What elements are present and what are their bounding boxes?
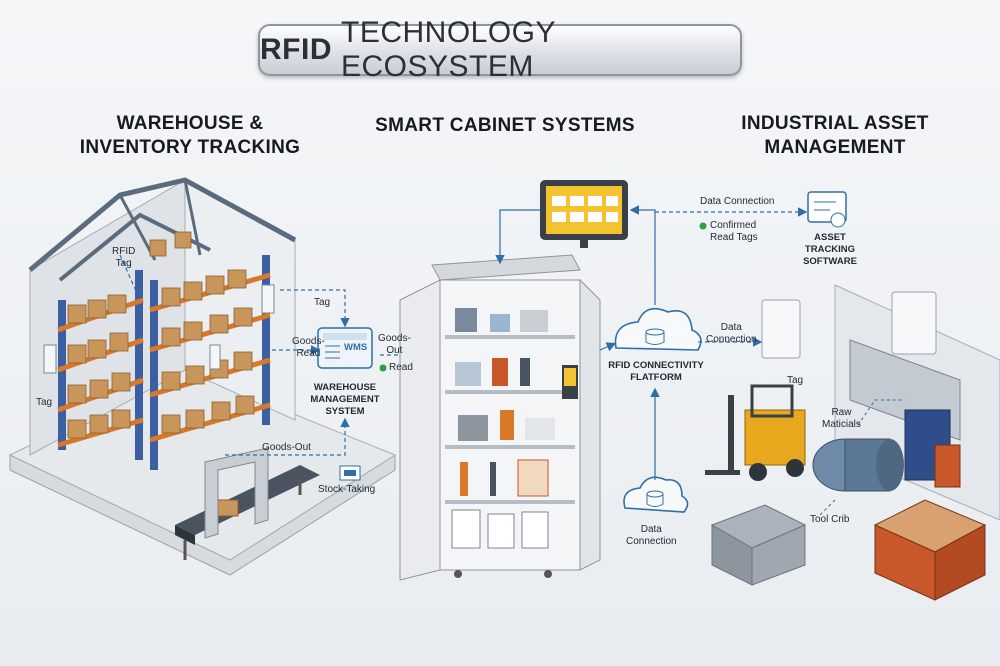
wms-line3: SYSTEM: [325, 406, 365, 417]
goods-out-read-label: Goods- Out: [378, 333, 411, 357]
tag-left-label: Tag: [36, 397, 53, 408]
warehouse-section-title: WAREHOUSE & INVENTORY TRACKING: [70, 112, 310, 160]
data-connection-bottom-label: Data Connection: [626, 524, 677, 548]
industrial-title-line1: INDUSTRIAL ASSET: [741, 113, 929, 134]
goods-out-line1: Goods-: [378, 333, 411, 344]
platform-line1: RFID CONNECTIVITY: [608, 360, 704, 371]
forklift: [705, 384, 806, 481]
raw-materials-container: [873, 499, 987, 601]
confirmed-status-dot: [699, 222, 707, 230]
cardboard-boxes: [67, 231, 255, 439]
industrial-tag-label: Tag: [787, 375, 804, 386]
raw-line1: Raw: [831, 407, 852, 418]
goods-read-line2: Read: [296, 348, 321, 359]
dc-right-line1: Data: [720, 322, 742, 333]
rfid-reader-panels: [761, 291, 937, 359]
database-cloud-icon: [623, 476, 689, 513]
tag-top-label: Tag: [314, 297, 331, 308]
goods-read-line1: Goods-: [292, 336, 325, 347]
electric-motor: [812, 438, 904, 492]
tablet-terminal: [540, 180, 628, 248]
dc-right-line2: Connection: [706, 334, 757, 345]
page-title: RFID TECHNOLOGY ECOSYSTEM: [258, 16, 742, 83]
warehouse-title-line1: WAREHOUSE &: [116, 113, 264, 134]
tool-crib-bin: [710, 504, 807, 586]
goods-read-label: Goods- Read: [292, 336, 325, 360]
read-label: Read: [389, 362, 413, 373]
wms-line1: WAREHOUSE: [313, 382, 377, 393]
industrial-title-line2: MANAGEMENT: [764, 137, 906, 158]
cabinet-tools: [451, 308, 555, 549]
confirmed-line1: Confirmed: [710, 220, 757, 231]
cabinet-section-title: SMART CABINET SYSTEMS: [375, 115, 635, 136]
stock-taking-label: Stock-Taking: [318, 484, 376, 495]
connectivity-cloud-icon: [614, 307, 702, 351]
platform-connectors: [495, 205, 808, 480]
rfid-readers-wall: [43, 284, 275, 374]
asset-software-icon: [807, 191, 847, 228]
tool-crib-label: Tool Crib: [810, 514, 850, 525]
rfid-tag-line2: Tag: [115, 258, 132, 269]
rfid-tag-label: RFID Tag: [112, 246, 135, 270]
title-rest: TECHNOLOGY ECOSYSTEM: [341, 16, 556, 83]
software-line1: ASSET TRACKING: [804, 232, 856, 255]
data-connection-top-label: Data Connection: [700, 196, 775, 207]
confirmed-read-tags-label: Confirmed Read Tags: [710, 220, 758, 244]
title-bold: RFID: [260, 33, 332, 66]
confirmed-line2: Read Tags: [710, 232, 758, 243]
dc-bottom-line1: Data: [640, 524, 662, 535]
read-status-dot: [379, 364, 387, 372]
wms-line2: MANAGEMENT: [310, 394, 380, 405]
goods-out-label: Goods-Out: [262, 442, 311, 453]
wms-system-label: WAREHOUSE MANAGEMENT SYSTEM: [310, 382, 380, 418]
software-line2: SOFTWARE: [803, 256, 857, 267]
wms-monitor-icon: [317, 327, 373, 369]
raw-materials-label: Raw Maticials: [822, 407, 861, 431]
raw-line2: Maticials: [822, 419, 861, 430]
asset-software-label: ASSET TRACKING SOFTWARE: [790, 232, 870, 268]
warehouse-title-line2: INVENTORY TRACKING: [79, 137, 301, 158]
smart-cabinet: [399, 254, 601, 581]
platform-line2: FLATFORM: [630, 372, 682, 383]
wms-badge: WMS: [344, 342, 368, 353]
stock-taking-handheld: [339, 465, 361, 481]
dc-bottom-line2: Connection: [626, 536, 677, 547]
rfid-tag-line1: RFID: [112, 246, 136, 257]
industrial-section-title: INDUSTRIAL ASSET MANAGEMENT: [720, 112, 950, 160]
cabinet-shelves: [445, 335, 575, 504]
platform-label: RFID CONNECTIVITY FLATFORM: [596, 360, 716, 384]
control-cabinet: [904, 409, 961, 488]
data-connection-right-label: Data Connection: [706, 322, 757, 346]
warehouse-racks: [43, 231, 275, 470]
goods-out-line2: Out: [386, 345, 403, 356]
tag-connectors: [819, 399, 905, 516]
rfid-gate-portal: [204, 447, 269, 539]
